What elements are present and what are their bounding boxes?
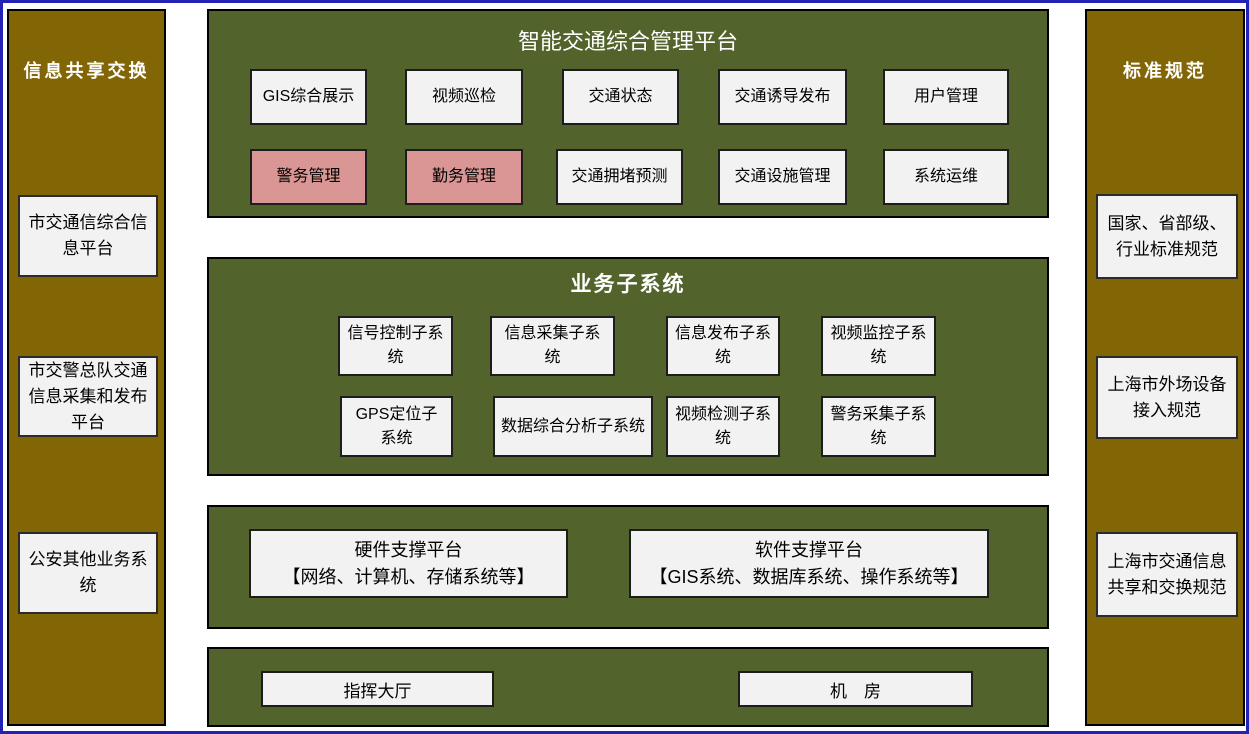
subsystem-box-video-surveillance: 视频监控子系统 — [821, 316, 936, 376]
subsystem-panel: 业务子系统 信号控制子系统 信息采集子系统 信息发布子系统 视频监控子系统 GP… — [207, 257, 1049, 476]
platform-box-congestion-prediction: 交通拥堵预测 — [556, 149, 683, 205]
info-sharing-sidebar: 信息共享交换 市交通信综合信息平台 市交警总队交通信息采集和发布平台 公安其他业… — [7, 9, 166, 726]
right-sidebar-box-national-standards: 国家、省部级、行业标准规范 — [1096, 194, 1238, 279]
platform-box-traffic-status: 交通状态 — [562, 69, 679, 125]
platform-box-user-management: 用户管理 — [883, 69, 1009, 125]
facility-box-machine-room: 机 房 — [738, 671, 973, 707]
facility-box-command-hall: 指挥大厅 — [261, 671, 494, 707]
left-sidebar-box-city-traffic-info-platform: 市交通信综合信息平台 — [18, 195, 158, 277]
subsystem-box-info-collection: 信息采集子系统 — [490, 316, 615, 376]
facility-panel: 指挥大厅 机 房 — [207, 647, 1049, 727]
platform-panel: 智能交通综合管理平台 GIS综合展示 视频巡检 交通状态 交通诱导发布 用户管理… — [207, 9, 1049, 218]
subsystem-box-signal-control: 信号控制子系统 — [338, 316, 453, 376]
subsystem-box-gps-positioning: GPS定位子系统 — [340, 396, 453, 457]
support-box-software-platform: 软件支撑平台 【GIS系统、数据库系统、操作系统等】 — [629, 529, 989, 598]
left-sidebar-box-police-collect-publish-platform: 市交警总队交通信息采集和发布平台 — [18, 356, 158, 437]
subsystem-box-data-analysis: 数据综合分析子系统 — [493, 396, 653, 457]
subsystem-panel-title: 业务子系统 — [570, 273, 686, 296]
hardware-platform-title: 硬件支撑平台 — [354, 539, 463, 560]
left-sidebar-box-other-police-systems: 公安其他业务系统 — [18, 532, 158, 614]
hardware-platform-detail: 【网络、计算机、存储系统等】 — [282, 566, 535, 587]
right-sidebar-box-traffic-info-exchange-spec: 上海市交通信息共享和交换规范 — [1096, 532, 1238, 617]
subsystem-box-info-publish: 信息发布子系统 — [666, 316, 780, 376]
platform-box-duty-management: 勤务管理 — [405, 149, 523, 205]
platform-box-traffic-guidance-publish: 交通诱导发布 — [718, 69, 847, 125]
platform-box-gis-display: GIS综合展示 — [250, 69, 367, 125]
platform-panel-title: 智能交通综合管理平台 — [517, 29, 738, 54]
standards-sidebar: 标准规范 国家、省部级、行业标准规范 上海市外场设备接入规范 上海市交通信息共享… — [1085, 9, 1245, 726]
support-panel: 硬件支撑平台 【网络、计算机、存储系统等】 软件支撑平台 【GIS系统、数据库系… — [207, 505, 1049, 629]
subsystem-box-video-detection: 视频检测子系统 — [666, 396, 780, 457]
right-sidebar-box-field-device-access-spec: 上海市外场设备接入规范 — [1096, 356, 1238, 439]
platform-box-system-operations: 系统运维 — [883, 149, 1009, 205]
platform-box-police-affairs-management: 警务管理 — [250, 149, 367, 205]
platform-box-traffic-facility-management: 交通设施管理 — [718, 149, 847, 205]
info-sharing-sidebar-title: 信息共享交换 — [23, 61, 150, 81]
subsystem-box-police-collection: 警务采集子系统 — [821, 396, 936, 457]
support-box-hardware-platform: 硬件支撑平台 【网络、计算机、存储系统等】 — [249, 529, 568, 598]
platform-box-video-patrol: 视频巡检 — [405, 69, 523, 125]
software-platform-detail: 【GIS系统、数据库系统、操作系统等】 — [649, 566, 969, 587]
software-platform-title: 软件支撑平台 — [755, 539, 863, 560]
standards-sidebar-title: 标准规范 — [1123, 61, 1207, 81]
